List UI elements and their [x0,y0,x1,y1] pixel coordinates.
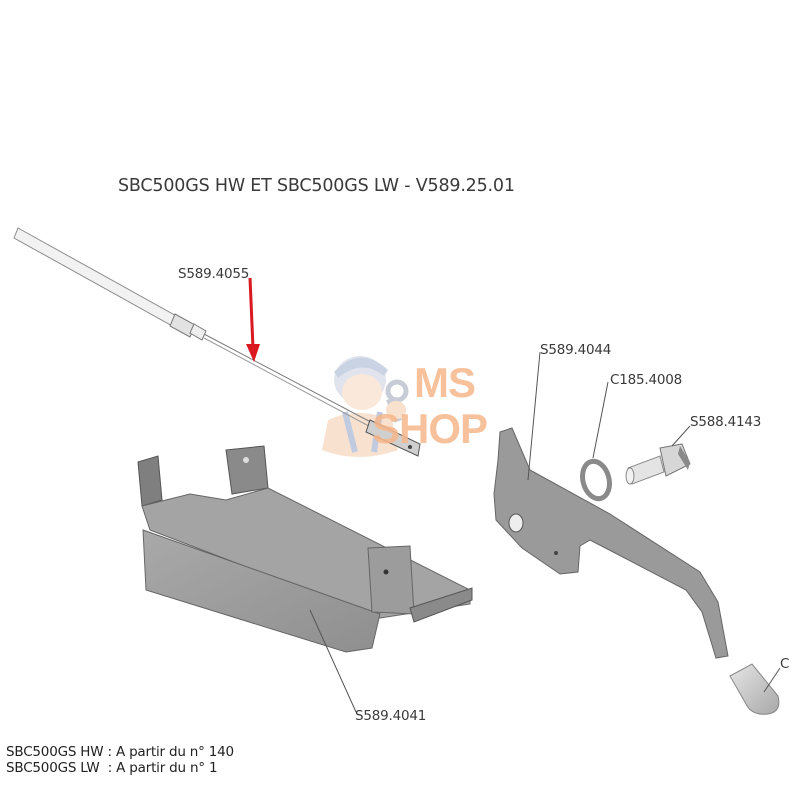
cable-s589-4055 [13,227,421,457]
bolt-s588-4143 [625,425,691,485]
part-label-c: C [780,656,790,672]
bracket-s589-4041 [137,445,473,713]
serial-note-lw: SBC500GS LW : A partir du n° 1 [6,760,218,776]
highlight-arrow-icon [246,277,260,362]
part-label-s589-4055: S589.4055 [178,266,250,282]
watermark-shop: SHOP [372,405,488,452]
part-label-c185-4008: C185.4008 [610,372,683,388]
serial-note-hw: SBC500GS HW : A partir du n° 140 [6,744,234,760]
grip-c [729,663,781,715]
mechanic-with-wrench-icon [322,356,409,457]
part-label-s588-4143: S588.4143 [690,414,762,430]
diagram-title: SBC500GS HW ET SBC500GS LW - V589.25.01 [118,176,515,196]
part-label-s589-4041: S589.4041 [355,708,427,724]
lever-s589-4044 [493,351,729,659]
washer-c185-4008 [580,381,612,502]
part-label-s589-4044: S589.4044 [540,342,612,358]
watermark-ms: MS [414,359,476,406]
